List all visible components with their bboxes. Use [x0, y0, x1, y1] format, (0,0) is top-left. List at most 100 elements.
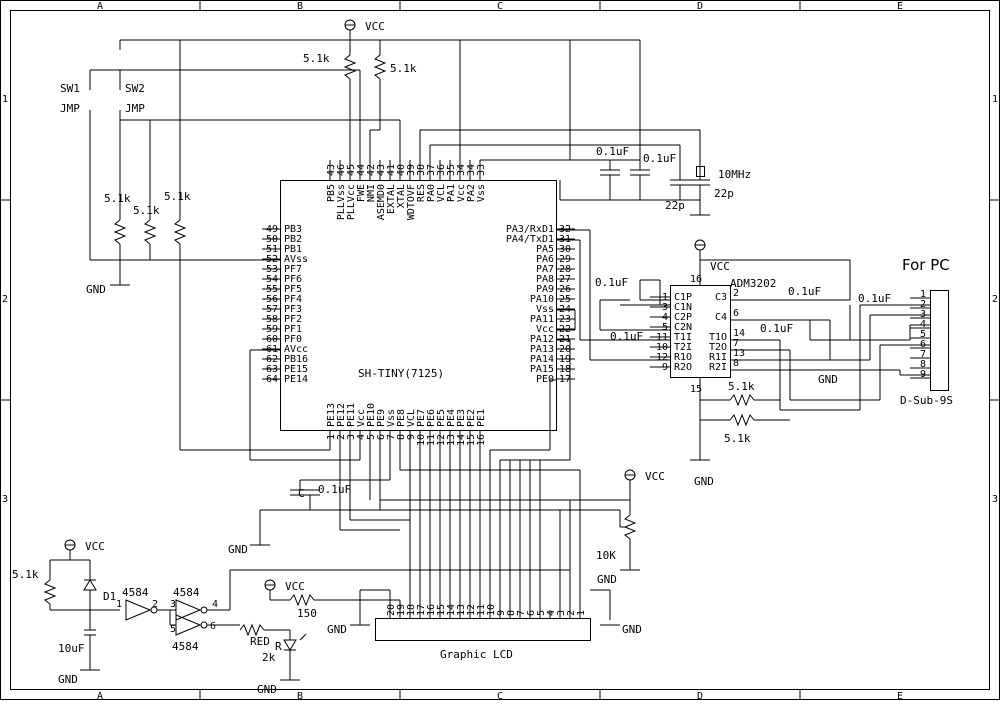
lcd-pin-num: 8 [506, 610, 517, 616]
col-label-d-bottom: D [697, 691, 703, 700]
lcd-name: Graphic LCD [440, 648, 513, 661]
mcu-pin-num: 30 [559, 244, 571, 255]
mcu-pin-num: 43 [326, 164, 337, 176]
dsub-pin-num: 5 [920, 329, 926, 340]
mcu-pin-name: Vss [386, 409, 397, 427]
lcd-pin-num: 9 [496, 610, 507, 616]
mcu-pin-name: PE14 [284, 374, 308, 385]
col-label-c-bottom: C [497, 691, 503, 700]
mcu-pin-name: VCL [436, 184, 447, 202]
mcu-pin-num: 11 [426, 434, 437, 446]
adm-pin-num: 5 [662, 322, 668, 333]
gate-2-label: 4584 [173, 586, 200, 599]
mcu-pin-name: PA5 [536, 244, 554, 255]
col-label-e: E [897, 1, 903, 12]
gnd-label-pot: GND [597, 573, 617, 586]
r-sw-b-label: 5.1k [133, 204, 160, 217]
mcu-pin-name: Vss [536, 304, 554, 315]
mcu-pin-num: 54 [266, 274, 278, 285]
gnd-label-adm-cap: GND [818, 373, 838, 386]
lcd-pin-num: 10 [486, 604, 497, 616]
r-sw-a-label: 5.1k [104, 192, 131, 205]
gate-1-in-pin: 1 [116, 599, 122, 610]
dsub-name: D-Sub-9S [900, 394, 953, 407]
mcu-pin-name: PE8 [396, 409, 407, 427]
mcu-pin-num: 17 [559, 374, 571, 385]
adm-pin-num: 11 [656, 332, 668, 343]
row-label-1: 1 [2, 94, 8, 105]
adm-pin-num: 2 [733, 288, 739, 299]
gate-2-out-pin: 4 [212, 599, 218, 610]
mcu-pin-num: 57 [266, 304, 278, 315]
jmp1-label: JMP [60, 102, 80, 115]
mcu-pin-name: PA10 [530, 294, 554, 305]
adm-pin-num: 10 [656, 342, 668, 353]
gate-3-in-pin: 5 [170, 624, 176, 635]
row-label-3-right: 3 [992, 494, 998, 505]
mcu-pin-name: PA7 [536, 264, 554, 275]
c-adm-2-label: 0.1uF [610, 330, 643, 343]
gnd-label-led: GND [257, 683, 277, 696]
mcu-pin-name: PA4/TxD1 [506, 234, 554, 245]
mcu-pin-name: Vcc [536, 324, 554, 335]
adm-pin-name: C3 [715, 292, 727, 303]
row-label-2-right: 2 [992, 294, 998, 305]
component-labels: 5.1k 5.1k SW1 SW2 JMP JMP 5.1k 5.1k 5.1k… [12, 52, 891, 664]
diode-label: D1 [103, 590, 116, 603]
mcu-pin-name: Vss [476, 184, 487, 202]
mcu-pin-num: 34 [466, 164, 477, 176]
gate-1-label: 4584 [122, 586, 149, 599]
row-label-2: 2 [2, 294, 8, 305]
graphic-lcd: Graphic LCD [375, 618, 591, 661]
mcu-pin-name: PE5 [436, 409, 447, 427]
mcu-pin-num: 16 [476, 434, 487, 446]
c-adm-5-label: 0.1uF [858, 292, 891, 305]
r-sw-c-label: 5.1k [164, 190, 191, 203]
mcu-pin-num: 40 [396, 164, 407, 176]
adm-pin-name: T1I [674, 332, 692, 343]
mcu-pin-name: AVss [284, 254, 308, 265]
xtal-label: 10MHz [718, 168, 751, 181]
mcu-pin-name: PE0 [536, 374, 554, 385]
vcc-top-symbol: VCC [344, 19, 385, 33]
mcu-pin-name: PB1 [284, 244, 302, 255]
mcu-pin-num: 35 [446, 164, 457, 176]
lcd-pin-num: 14 [446, 604, 457, 616]
r-rx-2-label: 5.1k [724, 432, 751, 445]
mcu-pin-name: PA12 [530, 334, 554, 345]
mcu-pin-num: 39 [406, 164, 417, 176]
adm-pin-num: 3 [662, 302, 668, 313]
lcd-pin-num: 17 [416, 604, 427, 616]
mcu-pin-name: PB16 [284, 354, 308, 365]
mcu-pin-num: 60 [266, 334, 278, 345]
mcu-pin-num: 26 [559, 284, 571, 295]
vcc-adm-symbol: VCC [694, 239, 730, 273]
r-rx-1-label: 5.1k [728, 380, 755, 393]
adm-pin-num: 13 [733, 348, 745, 359]
mcu-pin-name: PA13 [530, 344, 554, 355]
lcd-pin-num: 16 [426, 604, 437, 616]
mcu-pin-name: Vcc [356, 409, 367, 427]
lcd-pin-num: 18 [406, 604, 417, 616]
mcu-pin-num: 27 [559, 274, 571, 285]
mcu-pin-num: 12 [436, 434, 447, 446]
lcd-pin-num: 6 [526, 610, 537, 616]
mcu-pin-num: 58 [266, 314, 278, 325]
mcu-pin-num: 45 [346, 164, 357, 176]
adm-pin-name: C4 [715, 312, 727, 323]
c-reset-label: 10uF [58, 642, 85, 655]
mcu-pin-name: PE12 [336, 403, 347, 427]
mcu-pin-name: AVcc [284, 344, 308, 355]
mcu-pin-num: 34 [456, 164, 467, 176]
sw1-label: SW1 [60, 82, 80, 95]
mcu-pin-name: PA0 [426, 184, 437, 202]
mcu-pin-name: PF4 [284, 294, 302, 305]
c-dec-1-label: 0.1uF [596, 145, 629, 158]
mcu-pin-name: PA1 [446, 184, 457, 202]
dsub-pin-num: 7 [920, 349, 926, 360]
mcu-chip: SH-TINY(7125) [280, 180, 557, 431]
vcc-backlight-symbol: VCC [264, 579, 305, 593]
